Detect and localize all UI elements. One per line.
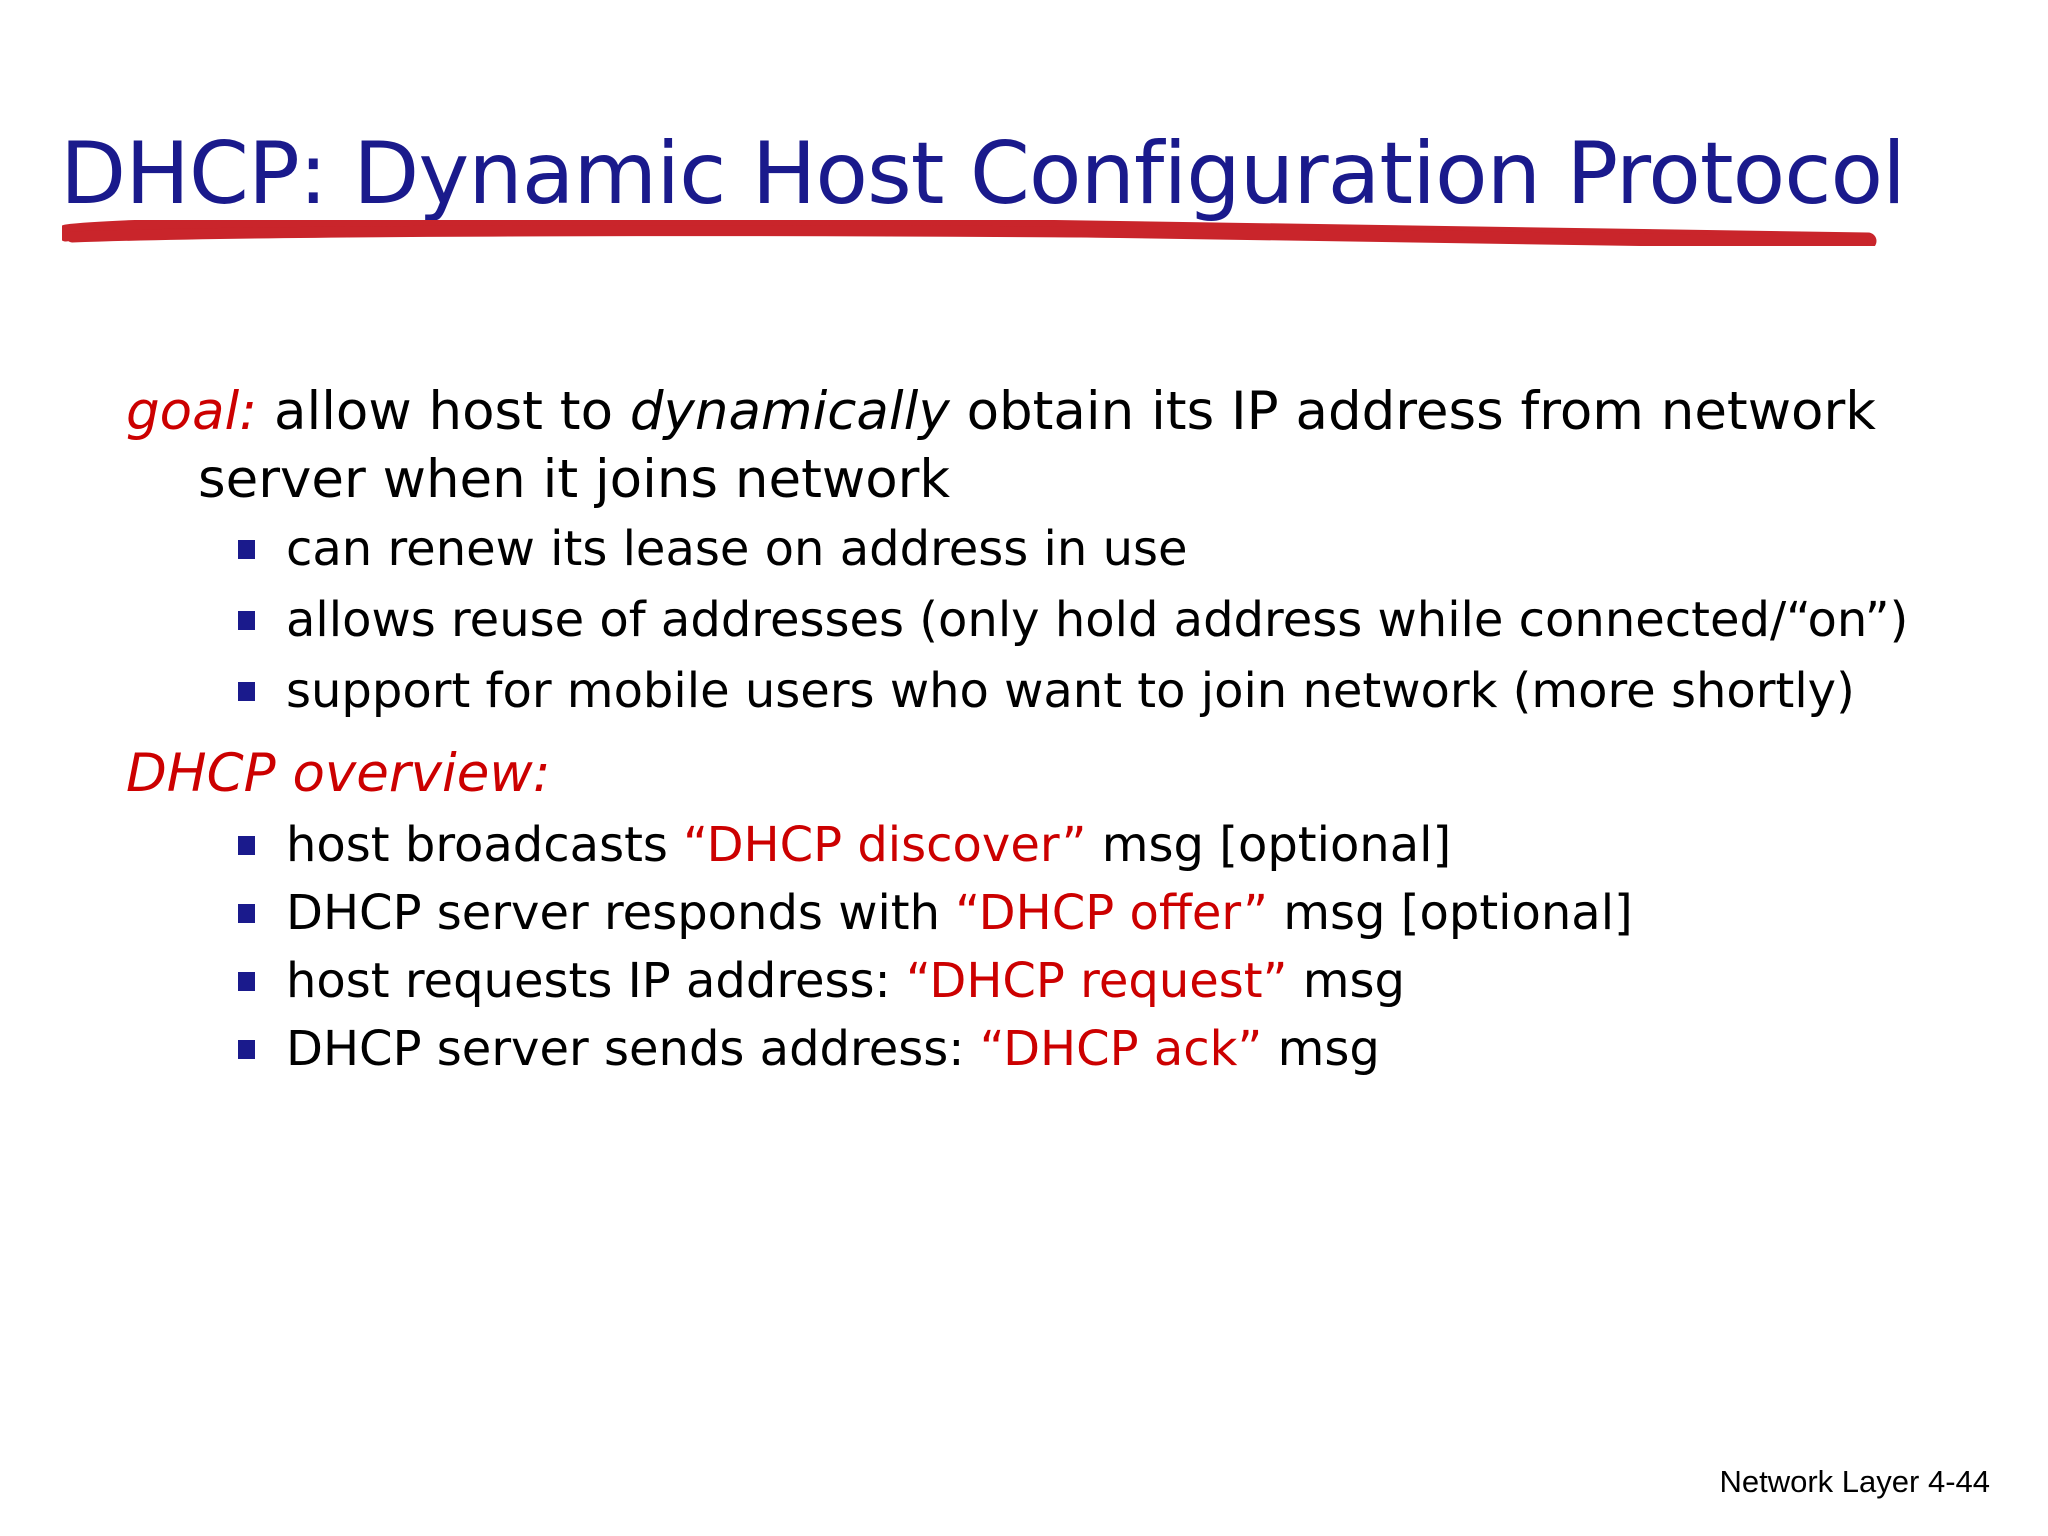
bullet-text-after: msg — [1262, 1021, 1380, 1077]
goal-paragraph: goal: allow host to dynamically obtain i… — [126, 378, 1986, 514]
list-item: host broadcasts “DHCP discover” msg [opt… — [236, 814, 1986, 876]
dhcp-message-name: “DHCP request” — [905, 953, 1288, 1009]
slide-body: goal: allow host to dynamically obtain i… — [126, 378, 1986, 1086]
bullet-text: support for mobile users who want to joi… — [286, 663, 1855, 719]
goal-bullet-list: can renew its lease on address in use al… — [126, 518, 1986, 722]
bullet-text-before: DHCP server sends address: — [286, 1021, 980, 1077]
bullet-text-after: msg — [1287, 953, 1405, 1009]
dhcp-message-name: “DHCP discover” — [683, 817, 1087, 873]
dhcp-message-name: “DHCP ack” — [979, 1021, 1263, 1077]
page-title: DHCP: Dynamic Host Configuration Protoco… — [60, 124, 1906, 224]
list-item: host requests IP address: “DHCP request”… — [236, 950, 1986, 1012]
list-item: DHCP server sends address: “DHCP ack” ms… — [236, 1018, 1986, 1080]
goal-text-after: obtain its IP address from network serve… — [198, 381, 1876, 510]
list-item: allows reuse of addresses (only hold add… — [236, 589, 1986, 651]
bullet-text-after: msg [optional] — [1268, 885, 1633, 941]
dhcp-overview-bullet-list: host broadcasts “DHCP discover” msg [opt… — [126, 814, 1986, 1080]
bullet-text-before: host broadcasts — [286, 817, 684, 873]
dhcp-overview-heading: DHCP overview: — [126, 743, 551, 804]
list-item: DHCP server responds with “DHCP offer” m… — [236, 882, 1986, 944]
bullet-text-after: msg [optional] — [1086, 817, 1452, 873]
bullet-text: allows reuse of addresses (only hold add… — [286, 592, 1909, 648]
list-item: support for mobile users who want to joi… — [236, 660, 1986, 722]
slide-header: DHCP: Dynamic Host Configuration Protoco… — [60, 124, 1960, 246]
goal-emphasis-dynamically: dynamically — [629, 381, 950, 442]
bullet-text-before: host requests IP address: — [286, 953, 906, 1009]
goal-text-before: allow host to — [257, 381, 630, 442]
bullet-text: can renew its lease on address in use — [286, 521, 1188, 577]
goal-label: goal: — [126, 381, 258, 442]
dhcp-message-name: “DHCP offer” — [955, 885, 1269, 941]
slide-footer: Network Layer 4-44 — [1719, 1464, 1990, 1499]
list-item: can renew its lease on address in use — [236, 518, 1986, 580]
bullet-text-before: DHCP server responds with — [286, 885, 956, 941]
